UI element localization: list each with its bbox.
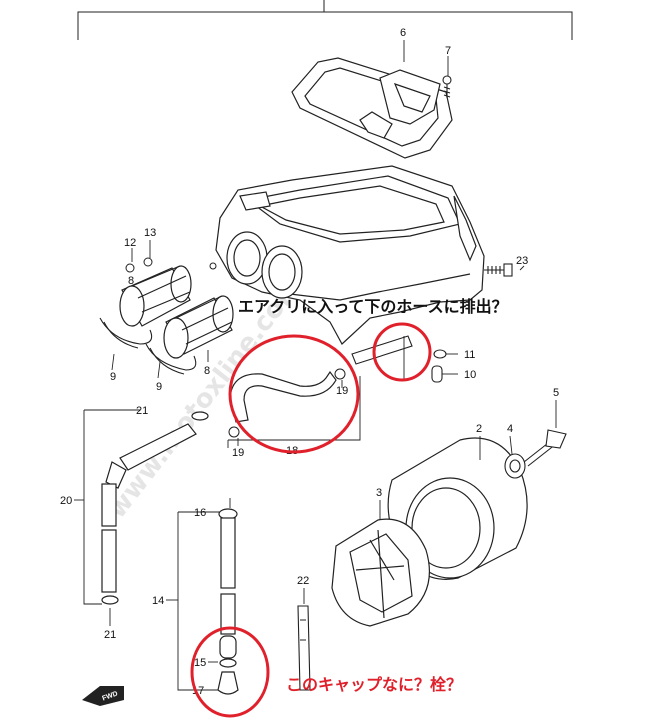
clamp-19 [228,368,346,438]
air-filter-2 [387,437,528,580]
intake-pipe-left [119,265,192,327]
label-20: 20 [60,495,72,507]
filter-holder-3 [331,518,430,627]
label-21a: 21 [136,405,148,417]
label-7: 7 [445,45,451,57]
bolt-23 [484,263,513,277]
air-cleaner-cover [291,57,453,159]
wing-bolt-5 [523,429,567,467]
label-5: 5 [553,387,559,399]
drain-hose-14 [217,508,239,695]
circle-cap-17 [190,626,270,718]
label-13: 13 [144,227,156,239]
screw-12-13 [125,257,217,273]
part-number-labels: 6 7 23 12 13 8 8 9 9 11 10 19 19 18 21 2… [60,27,559,697]
air-cleaner-case [215,165,485,345]
label-16: 16 [194,507,206,519]
label-8b: 8 [204,365,210,377]
case-intake-ports [226,231,303,299]
hose-20 [101,411,209,605]
nut-4 [504,453,526,479]
screw-7 [442,75,452,98]
intake-pipe-right [163,295,234,359]
label-23: 23 [516,255,528,267]
label-6: 6 [400,27,406,39]
bracket-22 [297,605,311,691]
hose-18 [229,370,337,423]
circle-hose-18 [228,334,360,454]
clamp-9-left [99,317,153,349]
label-14: 14 [152,595,164,607]
label-4: 4 [507,423,513,435]
label-8a: 8 [128,275,134,287]
label-15: 15 [194,657,206,669]
label-19b: 19 [232,447,244,459]
label-12: 12 [124,237,136,249]
label-21b: 21 [104,629,116,641]
label-3: 3 [376,487,382,499]
annotation-circles [190,322,432,718]
annotation-top: エアクリに入って下のホースに排出？ [238,297,508,316]
frame-lines [77,0,573,40]
clamp-9-right [145,343,197,375]
label-9b: 9 [156,381,162,393]
circle-drain-fitting [372,322,432,382]
drain-fitting [351,335,447,383]
label-2: 2 [476,423,482,435]
leader-lines [74,40,557,691]
label-9a: 9 [110,371,116,383]
label-11: 11 [464,349,475,361]
fwd-arrow-icon: FWD [82,686,124,706]
label-10: 10 [464,369,476,381]
label-19a: 19 [336,385,348,397]
annotation-bottom: このキャップなに？栓？ [286,675,462,694]
label-22: 22 [297,575,309,587]
